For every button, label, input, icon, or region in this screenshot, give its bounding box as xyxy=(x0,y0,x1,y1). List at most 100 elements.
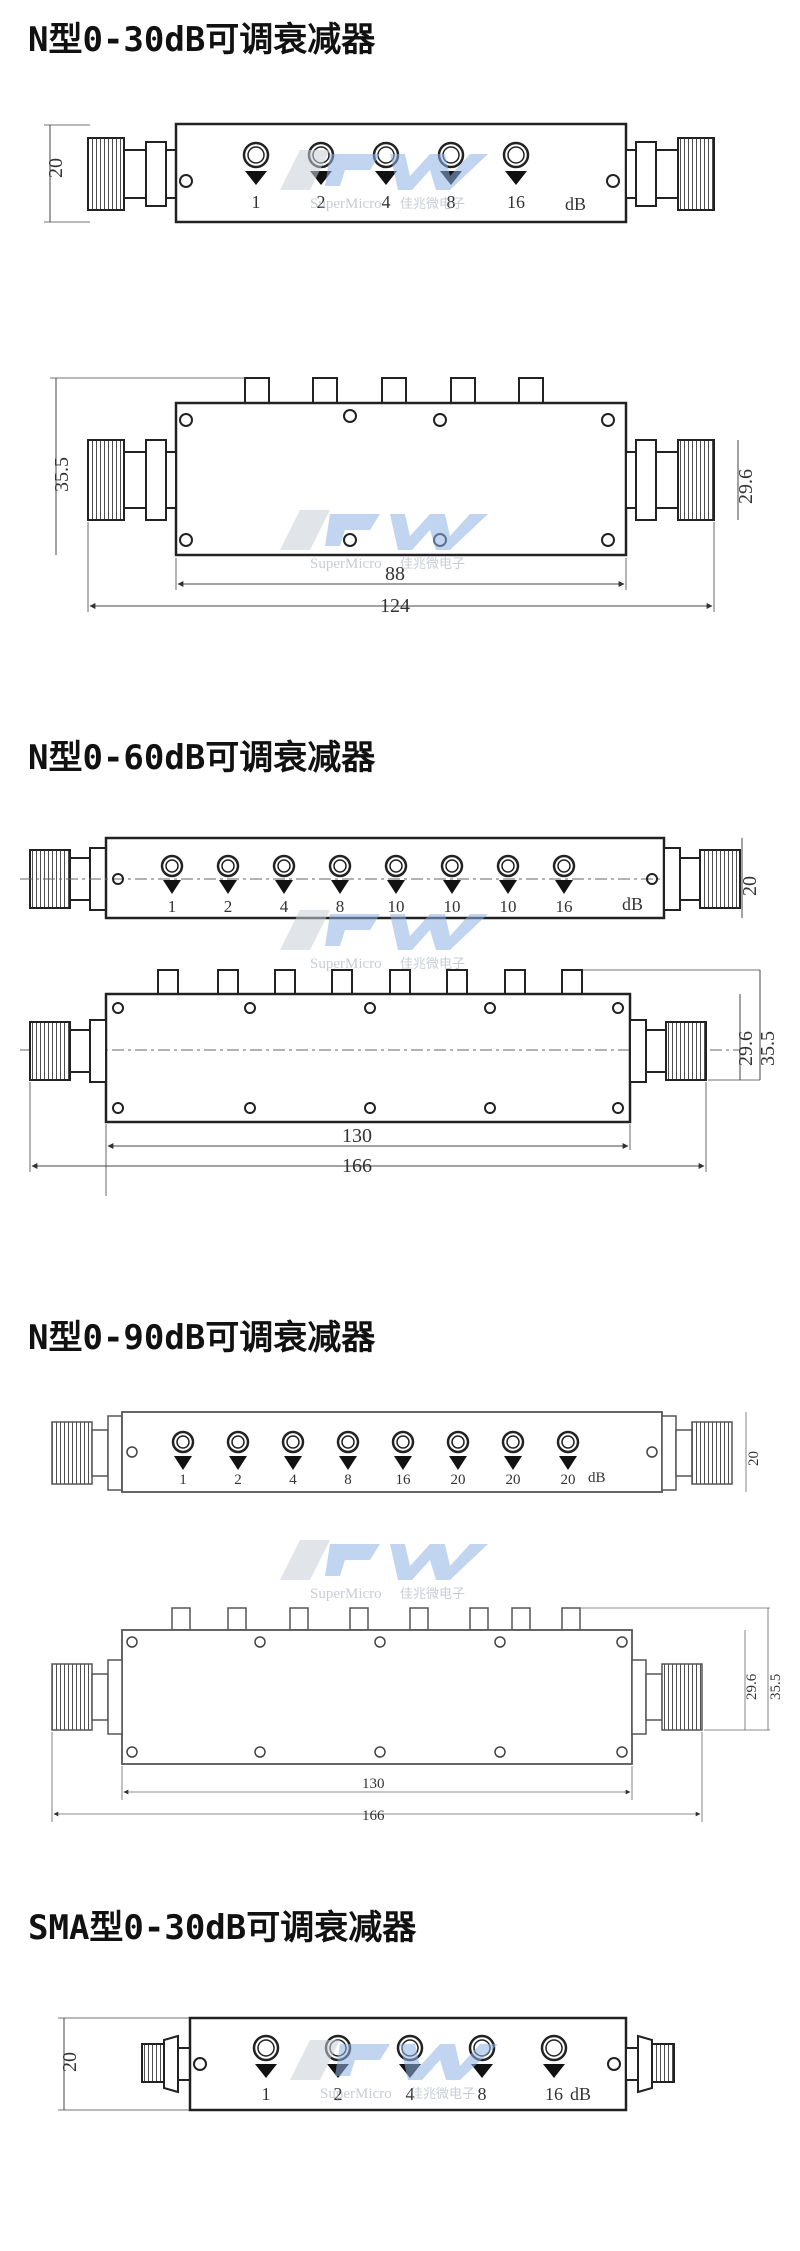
drawing-n90-side: 29.6 35.5 130 166 xyxy=(51,1607,784,1824)
attenuator-knob: 20 xyxy=(501,1430,525,1488)
knob-label: 2 xyxy=(334,2084,343,2104)
dim-n60-total-length: 166 xyxy=(342,1155,372,1177)
pointer-triangle-icon xyxy=(174,1456,192,1470)
watermark-company: 佳兆微电子 xyxy=(410,2087,475,2102)
pointer-triangle-icon xyxy=(331,880,349,894)
dim-n90-height: 20 xyxy=(746,1451,762,1466)
knob-label: 20 xyxy=(561,1472,576,1488)
dim-n60-body-length: 130 xyxy=(342,1125,372,1147)
pointer-triangle-icon xyxy=(229,1456,247,1470)
attenuator-knob: 16 xyxy=(502,141,530,212)
knob-label: 16 xyxy=(545,2084,563,2104)
section-title-sma30: SMA型0-30dB可调衰减器 xyxy=(28,1908,417,1948)
pointer-triangle-icon xyxy=(284,1456,302,1470)
unit-label-n30: dB xyxy=(565,194,586,214)
watermark-logo: SuperMicro 佳兆微电子 xyxy=(280,150,488,212)
attenuator-knob: 1 xyxy=(160,854,184,916)
watermark-company: 佳兆微电子 xyxy=(400,557,465,572)
watermark-company: 佳兆微电子 xyxy=(400,197,465,212)
knob-label: 2 xyxy=(224,897,233,916)
attenuator-knob: 8 xyxy=(336,1430,360,1488)
knob-label: 8 xyxy=(336,897,345,916)
section-title-n90: N型0-90dB可调衰减器 xyxy=(28,1318,376,1358)
attenuator-knob: 10 xyxy=(384,854,408,916)
watermark-logo: SuperMicro 佳兆微电子 xyxy=(280,910,488,972)
attenuator-knob: 20 xyxy=(556,1430,580,1488)
pointer-triangle-icon xyxy=(505,171,527,185)
pointer-triangle-icon xyxy=(559,1456,577,1470)
pointer-triangle-icon xyxy=(163,880,181,894)
pointer-triangle-icon xyxy=(504,1456,522,1470)
dim-sma30-height: 20 xyxy=(59,2052,81,2072)
knob-label: 4 xyxy=(406,2084,415,2104)
watermark-company: 佳兆微电子 xyxy=(400,957,465,972)
attenuator-knob: 1 xyxy=(242,141,270,212)
drawing-n60-top: 1 2 4 8 10 10 10 16 dB 20 xyxy=(20,836,761,920)
dim-n90-side-height: 35.5 xyxy=(768,1674,784,1700)
attenuator-knob: 4 xyxy=(281,1430,305,1488)
watermark-logo: SuperMicro 佳兆微电子 xyxy=(280,510,488,572)
knob-label: 1 xyxy=(179,1472,187,1488)
watermark-brand: SuperMicro xyxy=(310,196,382,212)
knob-label: 4 xyxy=(280,897,289,916)
attenuator-knob: 10 xyxy=(440,854,464,916)
pointer-triangle-icon xyxy=(443,880,461,894)
dim-n30-total-length: 124 xyxy=(380,595,410,617)
unit-label-n90: dB xyxy=(588,1470,606,1486)
pointer-triangle-icon xyxy=(555,880,573,894)
unit-label-n60: dB xyxy=(622,894,643,914)
pointer-triangle-icon xyxy=(387,880,405,894)
knob-label: 1 xyxy=(262,2084,271,2104)
watermark-brand: SuperMicro xyxy=(320,2086,392,2102)
pointer-triangle-icon xyxy=(543,2064,565,2078)
pointer-triangle-icon xyxy=(245,171,267,185)
watermark-brand: SuperMicro xyxy=(310,556,382,572)
pointer-triangle-icon xyxy=(449,1456,467,1470)
knob-label: 4 xyxy=(289,1472,297,1488)
pointer-triangle-icon xyxy=(375,171,397,185)
dim-n30-connector-height: 29.6 xyxy=(735,469,757,504)
knob-label: 10 xyxy=(444,897,461,916)
pointer-triangle-icon xyxy=(499,880,517,894)
watermark-brand: SuperMicro xyxy=(310,956,382,972)
knob-label: 10 xyxy=(500,897,517,916)
dim-n30-body-length: 88 xyxy=(385,563,405,585)
knob-label: 16 xyxy=(396,1472,412,1488)
pointer-triangle-icon xyxy=(219,880,237,894)
knob-label: 8 xyxy=(344,1472,352,1488)
dim-n90-connector-height: 29.6 xyxy=(744,1673,760,1700)
knob-label: 4 xyxy=(382,192,391,212)
pointer-triangle-icon xyxy=(255,2064,277,2078)
attenuator-knob: 8 xyxy=(328,854,352,916)
knob-label: 2 xyxy=(234,1472,242,1488)
attenuator-knob: 16 xyxy=(540,2034,568,2104)
knob-label: 2 xyxy=(317,192,326,212)
drawing-n60-side: 29.6 35.5 130 166 xyxy=(20,969,779,1196)
dim-n90-body-length: 130 xyxy=(362,1776,385,1792)
watermark-brand: SuperMicro xyxy=(310,1586,382,1602)
dim-n60-height: 20 xyxy=(739,876,761,896)
knob-label: 10 xyxy=(388,897,405,916)
watermark-logo: SuperMicro 佳兆微电子 xyxy=(290,2040,498,2102)
section-title-n30: N型0-30dB可调衰减器 xyxy=(28,20,376,60)
drawing-n90-top: 1 2 4 8 16 20 20 20 dB 20 xyxy=(51,1411,762,1493)
watermark-company: 佳兆微电子 xyxy=(400,1587,465,1602)
attenuator-knob: 16 xyxy=(552,854,576,916)
dim-n30-height: 20 xyxy=(45,158,67,178)
knob-label: 20 xyxy=(451,1472,466,1488)
knob-row-n60: 1 2 4 8 10 10 10 16 xyxy=(160,854,576,916)
section-title-n60: N型0-60dB可调衰减器 xyxy=(28,738,376,778)
dim-n90-total-length: 166 xyxy=(362,1808,385,1824)
knob-row-n90: 1 2 4 8 16 20 20 20 xyxy=(171,1430,580,1488)
attenuator-knob: 1 xyxy=(171,1430,195,1488)
pointer-triangle-icon xyxy=(339,1456,357,1470)
unit-label-sma30: dB xyxy=(570,2084,591,2104)
knob-label: 16 xyxy=(507,192,525,212)
attenuator-knob: 2 xyxy=(226,1430,250,1488)
attenuator-knob: 2 xyxy=(216,854,240,916)
knob-label: 16 xyxy=(556,897,573,916)
attenuator-knob: 20 xyxy=(446,1430,470,1488)
dim-n30-side-height: 35.5 xyxy=(51,457,73,492)
knob-label: 1 xyxy=(252,192,261,212)
